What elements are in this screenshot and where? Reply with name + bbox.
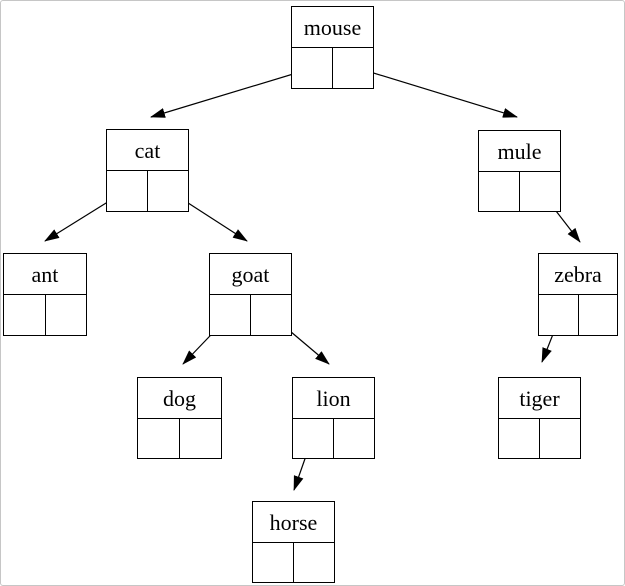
node-right-pointer-cell xyxy=(250,295,291,335)
node-pointer-cells xyxy=(210,295,291,335)
tree-node-tiger: tiger xyxy=(498,377,581,459)
node-right-pointer-cell xyxy=(577,295,618,335)
node-right-pointer-cell xyxy=(519,172,560,211)
node-right-pointer-cell xyxy=(44,295,87,335)
node-left-pointer-cell xyxy=(479,172,519,211)
tree-node-mule: mule xyxy=(478,130,561,212)
node-left-pointer-cell xyxy=(210,295,250,335)
node-right-pointer-cell xyxy=(293,543,334,582)
node-left-pointer-cell xyxy=(138,419,179,458)
node-label: goat xyxy=(210,254,291,295)
node-label: horse xyxy=(253,502,334,543)
node-pointer-cells xyxy=(293,419,374,458)
node-pointer-cells xyxy=(138,419,221,458)
node-label: zebra xyxy=(539,254,617,295)
edge-mouse-cat xyxy=(150,67,314,118)
node-right-pointer-cell xyxy=(333,419,374,458)
node-left-pointer-cell xyxy=(292,48,332,88)
node-label: cat xyxy=(107,130,188,171)
node-pointer-cells xyxy=(539,295,617,335)
node-label: lion xyxy=(293,378,374,419)
node-left-pointer-cell xyxy=(107,171,147,211)
tree-node-ant: ant xyxy=(3,253,87,336)
node-pointer-cells xyxy=(499,419,580,458)
node-label: mouse xyxy=(292,7,373,48)
node-pointer-cells xyxy=(253,543,334,582)
node-right-pointer-cell xyxy=(147,171,188,211)
node-label: dog xyxy=(138,378,221,419)
tree-node-horse: horse xyxy=(252,501,335,583)
tree-node-zebra: zebra xyxy=(538,253,618,336)
node-left-pointer-cell xyxy=(293,419,333,458)
tree-node-goat: goat xyxy=(209,253,292,336)
node-left-pointer-cell xyxy=(539,295,578,335)
tree-node-mouse: mouse xyxy=(291,6,374,89)
node-left-pointer-cell xyxy=(499,419,539,458)
node-label: mule xyxy=(479,131,560,172)
node-pointer-cells xyxy=(107,171,188,211)
tree-node-dog: dog xyxy=(137,377,222,459)
node-label: tiger xyxy=(499,378,580,419)
tree-node-lion: lion xyxy=(292,377,375,459)
node-right-pointer-cell xyxy=(332,48,373,88)
node-pointer-cells xyxy=(4,295,86,335)
tree-node-cat: cat xyxy=(106,129,189,212)
node-right-pointer-cell xyxy=(539,419,580,458)
edge-mouse-mule xyxy=(353,66,518,118)
node-left-pointer-cell xyxy=(253,543,293,582)
node-right-pointer-cell xyxy=(179,419,221,458)
node-left-pointer-cell xyxy=(4,295,45,335)
node-pointer-cells xyxy=(479,172,560,211)
node-label: ant xyxy=(4,254,86,295)
node-pointer-cells xyxy=(292,48,373,88)
